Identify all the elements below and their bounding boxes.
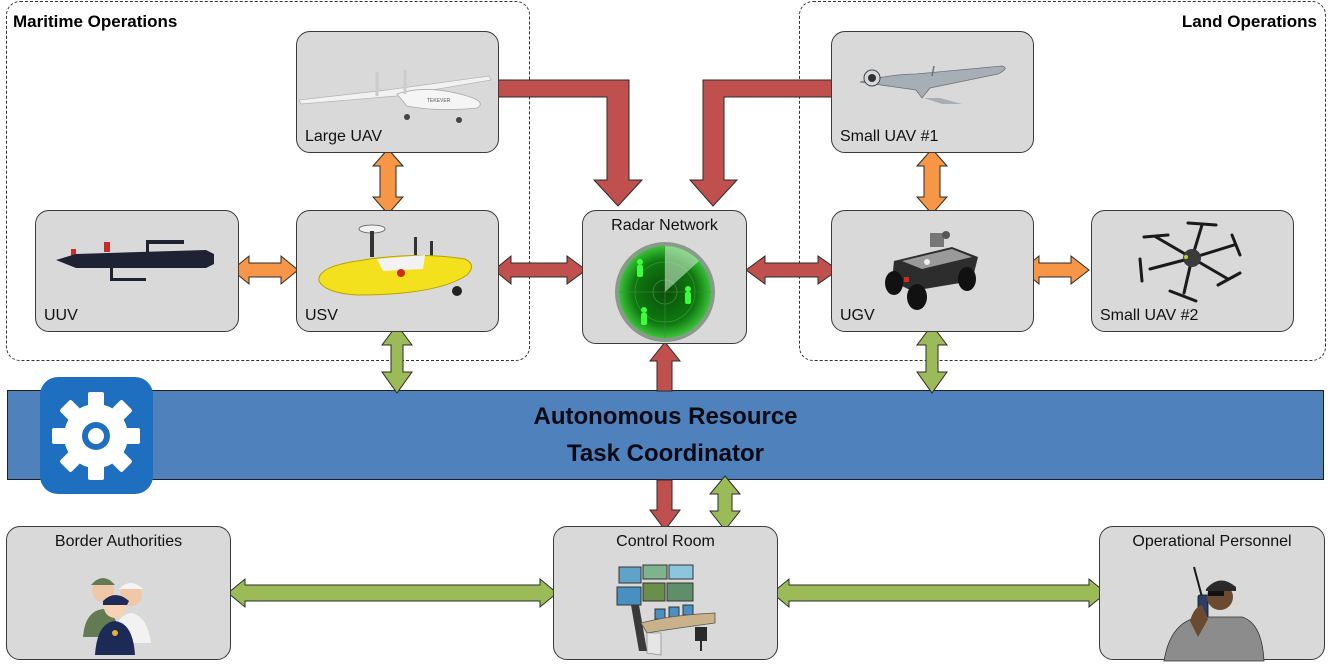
control-console-icon: [616, 564, 716, 656]
land-operations-title: Land Operations: [1181, 12, 1317, 31]
node-label-radar: Radar Network: [611, 217, 718, 234]
small-fixed-wing-drone-icon: [859, 65, 1006, 104]
node-usv[interactable]: USV: [296, 210, 499, 332]
node-border-authorities[interactable]: Border Authorities: [6, 526, 231, 660]
arrow-coordinator-to-radar: [648, 341, 682, 392]
node-small-uav-1[interactable]: Small UAV #1: [831, 31, 1034, 153]
svg-text:TEKEVER: TEKEVER: [427, 98, 451, 104]
arrow-usv-coordinator: [381, 324, 413, 394]
node-operational-personnel[interactable]: Operational Personnel: [1099, 526, 1325, 662]
hexacopter-icon: [1138, 221, 1242, 303]
arrow-uuv-usv: [231, 254, 299, 286]
coordinator-gear-tile: [40, 377, 153, 494]
node-label-personnel: Operational Personnel: [1132, 533, 1292, 550]
node-control-room[interactable]: Control Room: [553, 526, 778, 660]
node-label-border: Border Authorities: [54, 533, 183, 550]
gear-icon: [52, 392, 140, 480]
underwater-vehicle-icon: [56, 240, 214, 281]
node-large-uav[interactable]: TEKEVER Large UAV: [296, 31, 499, 153]
node-small-uav-2[interactable]: Small UAV #2: [1091, 210, 1294, 332]
radar-scope-icon: [615, 242, 715, 342]
officers-group-icon: [83, 578, 151, 655]
arrow-ugv-small-uav2: [1021, 254, 1090, 286]
arrow-small-uav1-ugv: [915, 148, 949, 215]
coordinator-title-line1: Autonomous Resource: [533, 403, 798, 430]
node-label-usv: USV: [305, 307, 338, 324]
surface-vessel-icon: [318, 224, 472, 296]
node-label-small-uav-1: Small UAV #1: [840, 128, 939, 145]
ground-robot-icon: [885, 231, 978, 310]
task-coordinator-banner: Autonomous Resource Task Coordinator: [7, 390, 1324, 480]
node-label-large-uav: Large UAV: [305, 128, 383, 145]
arrow-coordinator-control-green: [708, 475, 742, 531]
arrow-usv-radar: [493, 254, 587, 286]
node-uuv[interactable]: UUV: [35, 210, 239, 332]
node-label-ugv: UGV: [840, 307, 875, 324]
soldier-radio-icon: [1163, 566, 1265, 662]
node-ugv[interactable]: UGV: [831, 210, 1034, 332]
node-radar-network[interactable]: Radar Network: [582, 210, 747, 344]
arrow-large-uav-to-radar: [497, 79, 644, 207]
arrow-large-uav-usv: [371, 148, 405, 215]
arrow-small-uav1-to-radar: [688, 79, 835, 207]
land-operations-group: Land Operations: [799, 1, 1326, 361]
maritime-operations-title: Maritime Operations: [13, 12, 178, 31]
node-label-small-uav-2: Small UAV #2: [1100, 307, 1199, 324]
arrow-border-control: [227, 577, 558, 609]
node-label-control-room: Control Room: [616, 533, 715, 550]
node-label-uuv: UUV: [44, 307, 78, 324]
arrow-radar-ugv: [745, 255, 839, 285]
arrow-coordinator-to-control: [649, 479, 681, 531]
arrow-control-personnel: [771, 577, 1107, 609]
fixed-wing-drone-icon: TEKEVER: [298, 70, 492, 123]
maritime-operations-group: Maritime Operations: [6, 1, 530, 361]
coordinator-title-line2: Task Coordinator: [567, 440, 764, 467]
arrow-ugv-coordinator: [916, 324, 948, 394]
